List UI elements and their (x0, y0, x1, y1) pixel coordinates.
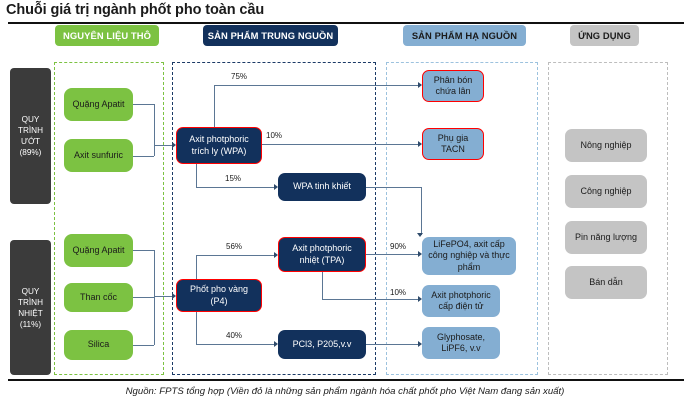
column-header-midstream[interactable]: SẢN PHẨM TRUNG NGUỒN (203, 25, 338, 46)
connector-wet-merge-to-wpa (154, 145, 174, 146)
process-thermal-line2: TRÌNH (17, 297, 43, 307)
pct-wpa-to-purified: 15% (225, 174, 242, 183)
process-wet-line3: ƯỚT (20, 137, 40, 146)
connector-wpa-up-75 (214, 85, 215, 127)
node-glyphosate-lipf6[interactable]: Glyphosate, LiPF6, v.v (422, 327, 500, 359)
node-pin-nang-luong[interactable]: Pin năng lượng (565, 221, 647, 254)
process-wet-share: (89%) (19, 148, 42, 157)
node-ban-dan[interactable]: Bán dẫn (565, 266, 647, 299)
connector-thermal-merge-vertical (154, 250, 155, 345)
connector-p4-down-40 (196, 312, 197, 344)
page-title: Chuỗi giá trị ngành phốt pho toàn cầu (6, 2, 265, 18)
node-than-coc[interactable]: Than cốc (64, 283, 133, 312)
column-header-raw-materials[interactable]: NGUYÊN LIỆU THÔ (55, 25, 159, 46)
bottom-divider (8, 379, 684, 381)
node-phot-pho-vang-p4[interactable]: Phốt pho vàng (P4) (176, 279, 262, 312)
pct-p4-to-tpa: 56% (226, 242, 243, 251)
connector-tpa-to-lifepo4 (366, 254, 420, 255)
process-block-wet[interactable]: QUY TRÌNH ƯỚT (89%) (10, 68, 51, 204)
connector-sunfuric-out (133, 156, 154, 157)
arrowhead-purified-to-lifepo4 (417, 233, 423, 237)
connector-pcl3-to-glyphosate (366, 344, 420, 345)
pct-wpa-to-feed: 10% (266, 131, 283, 140)
process-wet-line1: QUY (21, 115, 40, 124)
pct-tpa-to-lifepo4: 90% (390, 242, 407, 251)
arrowhead-to-p4 (172, 293, 176, 299)
node-silica[interactable]: Silica (64, 330, 133, 360)
node-axit-sunfuric[interactable]: Axit sunfuric (64, 139, 133, 172)
connector-wpa-to-fertilizer (214, 85, 420, 86)
group-frame-application (548, 62, 668, 375)
connector-wpa-to-feed (262, 144, 420, 145)
group-frame-downstream (386, 62, 538, 375)
node-cong-nghiep[interactable]: Công nghiệp (565, 175, 647, 208)
arrowhead-to-feed (418, 141, 422, 147)
arrowhead-to-pcl3 (274, 341, 278, 347)
node-phan-bon-chua-lan[interactable]: Phân bón chứa lân (422, 70, 484, 102)
arrowhead-pcl3-to-glyphosate (418, 341, 422, 347)
process-thermal-line3: NHIỆT (18, 308, 43, 318)
connector-tpa-to-electronic (322, 299, 420, 300)
connector-wet-merge-vertical (154, 104, 155, 156)
top-divider (8, 22, 684, 24)
connector-wpa-to-purified (196, 187, 276, 188)
node-wpa[interactable]: Axit photphoric trích ly (WPA) (176, 127, 262, 164)
process-wet-line2: TRÌNH (17, 126, 43, 135)
connector-thancoc-out (133, 297, 154, 298)
node-lifepo4[interactable]: LiFePO4, axit cấp công nghiệp và thực ph… (422, 237, 516, 275)
pct-tpa-to-electronic: 10% (390, 288, 407, 297)
connector-p4-to-tpa (196, 255, 276, 256)
connector-purified-right (366, 187, 422, 188)
arrowhead-tpa-to-lifepo4 (418, 251, 422, 257)
node-tpa[interactable]: Axit photphoric nhiệt (TPA) (278, 237, 366, 272)
group-frame-midstream (172, 62, 376, 375)
process-thermal-line1: QUY (21, 286, 40, 296)
source-note: Nguồn: FPTS tổng hợp (Viền đỏ là những s… (125, 386, 565, 397)
connector-wpa-down-15 (196, 164, 197, 187)
connector-apatit1-out (133, 104, 154, 105)
pct-wpa-to-fertilizer: 75% (231, 72, 248, 81)
connector-apatit2-out (133, 250, 154, 251)
pct-p4-to-pcl3: 40% (226, 331, 243, 340)
connector-p4-to-pcl3 (196, 344, 276, 345)
connector-thermal-merge-to-p4 (154, 296, 174, 297)
connector-p4-up-56 (196, 255, 197, 279)
node-pcl3-p205[interactable]: PCl3, P205,v.v (278, 330, 366, 359)
node-wpa-tinh-khiet[interactable]: WPA tinh khiết (278, 173, 366, 201)
arrowhead-to-tpa (274, 252, 278, 258)
arrowhead-to-fertilizer (418, 82, 422, 88)
arrowhead-to-purified (274, 184, 278, 190)
node-quang-apatit-thermal[interactable]: Quặng Apatit (64, 234, 133, 267)
node-nong-nghiep[interactable]: Nông nghiệp (565, 129, 647, 162)
process-thermal-share: (11%) (19, 319, 42, 329)
arrowhead-to-wpa (172, 142, 176, 148)
node-phu-gia-tacn[interactable]: Phụ gia TACN (422, 128, 484, 160)
group-frame-raw-materials (54, 62, 164, 375)
connector-tpa-down-10 (322, 272, 323, 299)
process-block-thermal[interactable]: QUY TRÌNH NHIỆT (11%) (10, 240, 51, 375)
arrowhead-tpa-to-electronic (418, 296, 422, 302)
connector-purified-down (421, 187, 422, 235)
node-quang-apatit-wet[interactable]: Quặng Apatit (64, 88, 133, 121)
node-axit-photphoric-dien-tu[interactable]: Axit photphoric cấp điện tử (422, 285, 500, 317)
connector-silica-out (133, 345, 154, 346)
column-header-downstream[interactable]: SẢN PHẨM HẠ NGUỒN (403, 25, 526, 46)
column-header-application[interactable]: ỨNG DỤNG (570, 25, 639, 46)
